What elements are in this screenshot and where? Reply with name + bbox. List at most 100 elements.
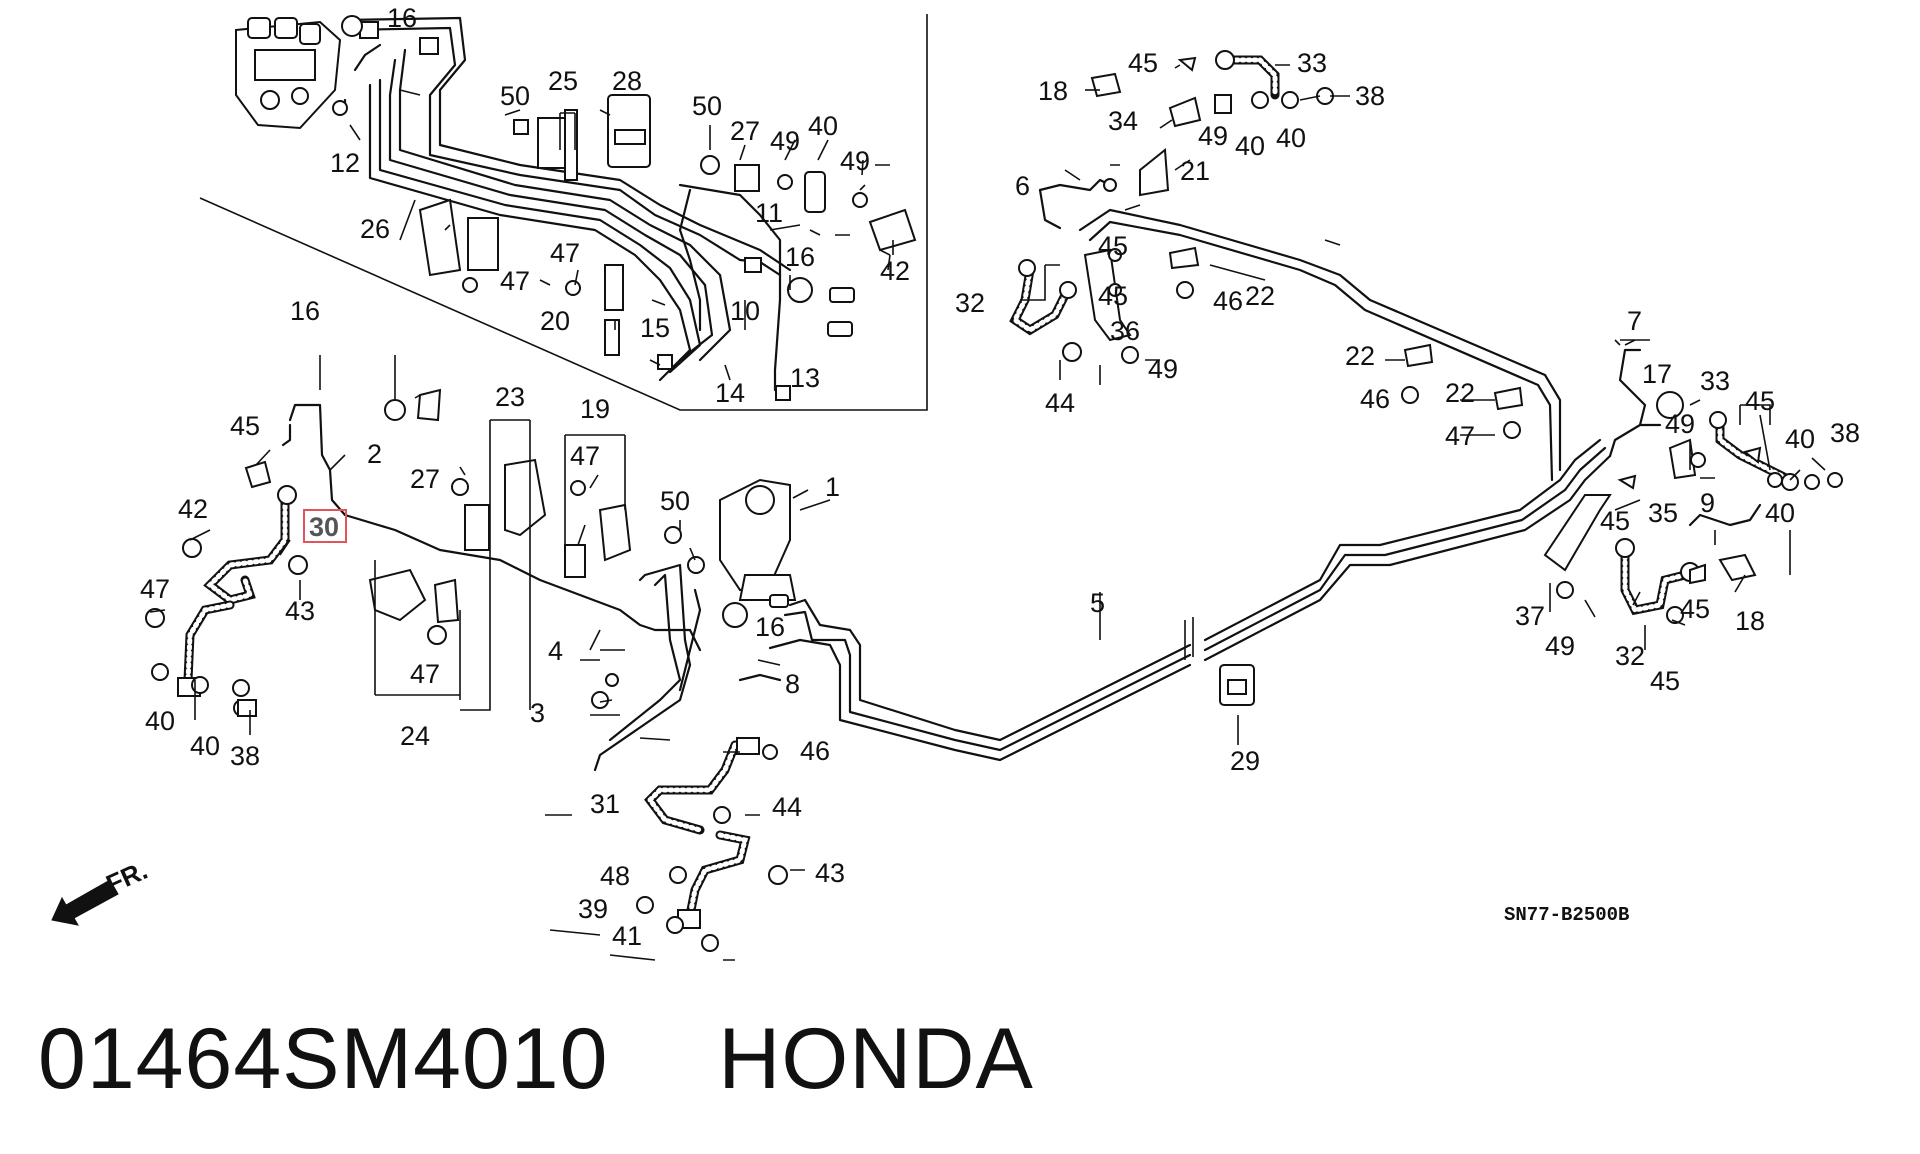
- callout-47d: 47: [410, 659, 440, 689]
- callout-8: 8: [785, 669, 800, 699]
- part-18-clip: [1090, 72, 1122, 98]
- callout-48: 49: [770, 126, 800, 156]
- callout-14: 14: [715, 378, 745, 408]
- callout-27b: 27: [410, 464, 440, 494]
- part-27-clip: [416, 388, 442, 422]
- callout-labels: 1 2 3 4 5 6 7 8 9 10 11 12 13 14 15 16 1…: [140, 3, 1860, 951]
- brand-name: HONDA: [718, 1011, 1034, 1107]
- part-27-clip: [734, 164, 760, 192]
- abs-modulator: [235, 17, 342, 130]
- callout-49b: 49: [1198, 121, 1228, 151]
- callout-30[interactable]: 30: [309, 512, 339, 542]
- part-20-clip: [604, 264, 624, 311]
- callout-17: 17: [1642, 359, 1672, 389]
- rear-right-upper-hose: [1617, 391, 1843, 491]
- part-50-grommet: [464, 504, 490, 551]
- callout-45d: 45: [1745, 386, 1775, 416]
- callout-43a: 43: [285, 596, 315, 626]
- main-pipes: [281, 178, 1762, 772]
- rear-left-hose: [1009, 248, 1139, 364]
- callout-32b: 32: [1615, 641, 1645, 671]
- footer: 01464SM4010 HONDA: [38, 1010, 1034, 1109]
- callout-47f: 48: [600, 861, 630, 891]
- callout-45g: 45: [230, 411, 260, 441]
- callout-40f: 40: [190, 731, 220, 761]
- callout-10: 10: [730, 296, 760, 326]
- part-39-bolt: [804, 171, 826, 213]
- left-front-hose: [145, 460, 308, 717]
- part-number: 01464SM4010: [38, 1011, 609, 1107]
- callout-36: 36: [1110, 316, 1140, 346]
- center-parts: [368, 246, 1524, 709]
- callout-12: 12: [330, 148, 360, 178]
- part-23-bracket: [504, 458, 547, 537]
- callout-20: 20: [540, 306, 570, 336]
- callout-22b: 22: [1345, 341, 1375, 371]
- part-24-bracket: [368, 568, 427, 622]
- callout-41: 42: [880, 256, 910, 286]
- center-front-hose: [636, 737, 788, 952]
- callout-40c: 40: [1785, 424, 1815, 454]
- inset-parts: [332, 15, 917, 401]
- callout-9: 9: [1700, 488, 1715, 518]
- callout-16c: 16: [290, 296, 320, 326]
- callout-45e: 45: [1600, 506, 1630, 536]
- callout-35: 35: [1648, 498, 1678, 528]
- callout-1: 1: [825, 472, 840, 502]
- callout-22c: 22: [1445, 378, 1475, 408]
- callout-22a: 22: [1245, 281, 1275, 311]
- callout-50a: 50: [500, 81, 530, 111]
- part-25-clip: [537, 117, 567, 169]
- highlight-box-30[interactable]: [303, 509, 347, 543]
- callout-37: 37: [1515, 601, 1545, 631]
- callout-49f: 50: [660, 486, 690, 516]
- callout-49e: 49: [1545, 631, 1575, 661]
- callout-50b: 50: [692, 91, 722, 121]
- callout-2: 2: [367, 439, 382, 469]
- callout-4: 4: [548, 636, 563, 666]
- callout-38c: 38: [230, 741, 260, 771]
- part-22-clip: [1403, 343, 1434, 368]
- callout-18b: 18: [1735, 606, 1765, 636]
- callout-38b: 38: [1830, 418, 1860, 448]
- callout-3: 3: [530, 698, 545, 728]
- part-37-bracket: [1543, 494, 1612, 572]
- part-26-bracket: [418, 198, 462, 277]
- callout-45b: 45: [1098, 231, 1128, 261]
- callout-16d: 16: [755, 612, 785, 642]
- callout-47c: 47: [570, 441, 600, 471]
- callout-49d: 49: [1665, 409, 1695, 439]
- callout-25: 25: [548, 66, 578, 96]
- callout-42a: 42: [178, 494, 208, 524]
- callout-46b: 46: [1360, 384, 1390, 414]
- part-16-grommet-top: [341, 15, 363, 37]
- callout-27a: 27: [730, 116, 760, 146]
- callout-38a: 38: [1355, 81, 1385, 111]
- callout-34: 34: [1108, 106, 1138, 136]
- callout-40d: 40: [1765, 498, 1795, 528]
- callout-40g: 41: [612, 921, 642, 951]
- front-arrow-icon: [51, 879, 119, 926]
- rear-upper-hose: [1090, 50, 1334, 197]
- callout-24: 24: [400, 721, 430, 751]
- callout-47e: 47: [140, 574, 170, 604]
- callout-40b: 40: [1276, 123, 1306, 153]
- callout-29: 29: [1230, 746, 1260, 776]
- callout-42b: 43: [815, 858, 845, 888]
- callout-46c: 47: [1445, 421, 1475, 451]
- inset-frame: [199, 14, 928, 411]
- callout-45a: 45: [1128, 48, 1158, 78]
- part-19-clip: [564, 544, 586, 578]
- callout-21: 21: [1180, 156, 1210, 186]
- callout-46a: 46: [1213, 286, 1243, 316]
- callout-11: 11: [755, 198, 783, 228]
- callout-45c: 45: [1098, 281, 1128, 311]
- callout-26: 26: [360, 214, 390, 244]
- callout-47a: 47: [500, 266, 530, 296]
- callout-38d: 39: [578, 894, 608, 924]
- callout-32a: 32: [955, 288, 985, 318]
- callout-45f: 45: [1680, 594, 1710, 624]
- callout-6: 6: [1015, 171, 1030, 201]
